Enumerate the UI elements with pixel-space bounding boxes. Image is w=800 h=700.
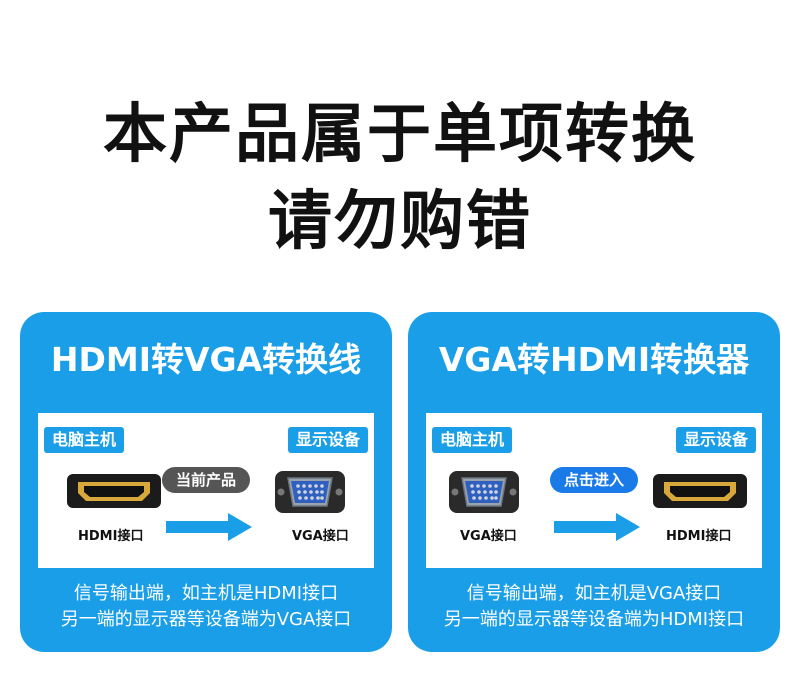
product-card-vga-to-hdmi[interactable]: VGA转HDMI转换器 电脑主机 显示设备 点击进入 VGA接口 HDMI接口	[408, 312, 780, 652]
display-tag: 显示设备	[287, 427, 368, 453]
source-tag: 电脑主机	[44, 427, 125, 453]
hdmi-port-icon	[653, 474, 747, 508]
vga-port-icon	[275, 471, 345, 513]
caption-line-1: 信号输出端，如主机是HDMI接口	[73, 583, 339, 604]
display-port-label: HDMI接口	[666, 529, 732, 544]
card-title: VGA转HDMI转换器	[438, 340, 750, 379]
caption-line-2: 另一端的显示器等设备端为VGA接口	[60, 609, 352, 630]
right-arrow-icon	[554, 513, 640, 541]
connection-diagram: 电脑主机 显示设备 点击进入 VGA接口 HDMI接口	[426, 413, 762, 568]
click-to-enter-button[interactable]: 点击进入	[549, 467, 639, 493]
connection-diagram: 电脑主机 显示设备 当前产品 HDMI接口 VGA接口	[38, 413, 374, 568]
display-tag: 显示设备	[675, 427, 756, 453]
source-port-label: VGA接口	[460, 529, 517, 544]
card-title: HDMI转VGA转换线	[50, 340, 362, 379]
right-arrow-icon	[166, 513, 252, 541]
source-tag: 电脑主机	[432, 427, 513, 453]
product-card-hdmi-to-vga: HDMI转VGA转换线 电脑主机 显示设备 当前产品 HDMI接口 VGA接口	[20, 312, 392, 652]
caption-line-1: 信号输出端，如主机是VGA接口	[466, 583, 722, 604]
display-port-label: VGA接口	[292, 529, 349, 544]
headline-line-2: 请勿购错	[268, 185, 532, 259]
vga-port-icon	[449, 471, 519, 513]
headline-line-1: 本产品属于单项转换	[103, 98, 697, 172]
source-port-label: HDMI接口	[78, 529, 144, 544]
current-product-badge: 当前产品	[161, 467, 251, 493]
hdmi-port-icon	[67, 474, 161, 508]
caption-line-2: 另一端的显示器等设备端为HDMI接口	[443, 609, 745, 630]
